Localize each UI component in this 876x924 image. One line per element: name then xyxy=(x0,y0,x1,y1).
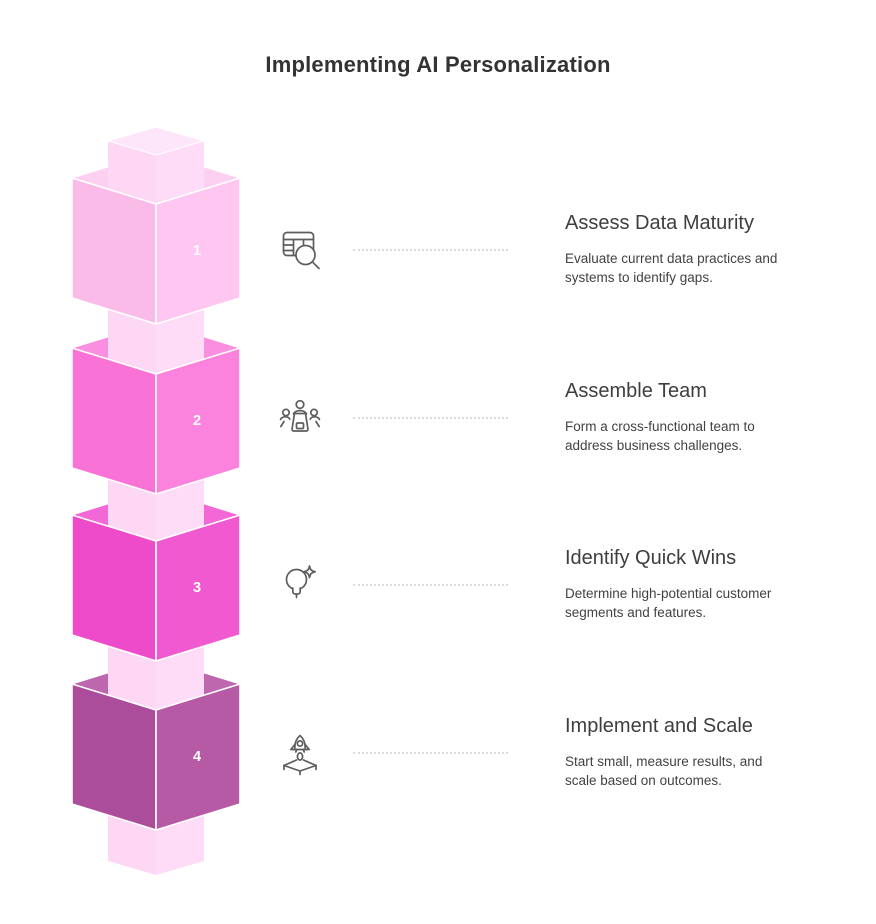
step-1-description-line-2: systems to identify gaps. xyxy=(565,269,713,285)
step-row-4: Implement and Scale Start small, measure… xyxy=(268,703,848,833)
step-1-title: Assess Data Maturity xyxy=(565,212,754,234)
connector-dotted-line xyxy=(353,417,508,419)
pillar-top-face xyxy=(107,126,205,156)
step-row-2: Assemble Team Form a cross-functional te… xyxy=(268,368,848,498)
step-1-description: Evaluate current data practices and syst… xyxy=(565,250,777,287)
step-4-description: Start small, measure results, and scale … xyxy=(565,753,762,790)
step-2-description: Form a cross-functional team to address … xyxy=(565,418,755,455)
step-2-description-line-1: Form a cross-functional team to xyxy=(565,419,755,434)
step-3-description: Determine high-potential customer segmen… xyxy=(565,585,771,622)
cube-4-right-face xyxy=(155,683,241,831)
step-2-description-line-2: address business challenges. xyxy=(565,437,743,453)
pillar-right-face xyxy=(156,141,204,875)
step-3-description-line-1: Determine high-potential customer xyxy=(565,586,772,601)
cube-2-right-face xyxy=(155,347,241,495)
cube-2-number: 2 xyxy=(193,413,201,429)
step-3-description-line-2: segments and features. xyxy=(565,604,707,620)
cube-2-left-face xyxy=(71,347,157,495)
connector-dotted-line xyxy=(353,752,508,754)
step-4-description-line-2: scale based on outcomes. xyxy=(565,772,722,788)
page-title: Implementing AI Personalization xyxy=(265,52,611,77)
step-3-title: Identify Quick Wins xyxy=(565,547,737,569)
step-1-description-line-1: Evaluate current data practices and xyxy=(565,251,778,266)
step-row-1: Assess Data Maturity Evaluate current da… xyxy=(268,200,848,330)
step-4-title: Implement and Scale xyxy=(565,715,753,737)
connector-dotted-line xyxy=(353,584,508,586)
cube-1-number: 1 xyxy=(193,243,201,259)
team-meeting-icon xyxy=(276,394,324,442)
step-4-description-line-1: Start small, measure results, and xyxy=(565,754,763,769)
cube-4-left-face xyxy=(71,683,157,831)
cube-3-left-face xyxy=(71,514,157,662)
step-2-title: Assemble Team xyxy=(565,380,707,402)
pillar-left-face xyxy=(108,141,156,875)
rocket-launch-icon xyxy=(276,729,324,777)
step-row-3: Identify Quick Wins Determine high-poten… xyxy=(268,535,848,665)
lightbulb-spark-icon xyxy=(276,561,324,609)
cube-1-left-face xyxy=(71,177,157,325)
connector-dotted-line xyxy=(353,249,508,251)
table-search-icon xyxy=(276,226,324,274)
cube-3-number: 3 xyxy=(193,580,201,596)
cube-1-right-face xyxy=(155,177,241,325)
cube-3-right-face xyxy=(155,514,241,662)
cube-4-number: 4 xyxy=(193,749,201,765)
cube-stack-graphic: 1 2 3 4 xyxy=(71,126,241,875)
